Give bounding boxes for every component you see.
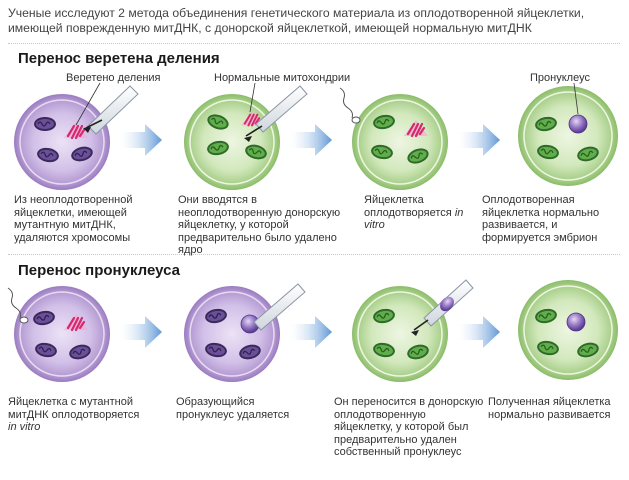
row2-arrow1-icon <box>120 316 162 348</box>
row2-cell4-result-egg <box>518 280 618 380</box>
leader-mito <box>249 82 256 113</box>
row2-arrow3-icon <box>458 316 500 348</box>
row2-caption4: Полученная яйцеклетка нормально развивае… <box>488 396 611 421</box>
section-divider <box>8 254 620 255</box>
row2-sperm-icon <box>7 287 29 324</box>
row2-arrow2-icon <box>290 316 332 348</box>
row1-arrow3-icon <box>458 124 500 156</box>
row2-pipette2-icon <box>411 279 474 336</box>
section2-title: Перенос пронуклеуса <box>18 262 180 279</box>
row1-caption4: Оплодотворенная яйцеклетка нормально раз… <box>482 194 600 244</box>
row1-pipette1-icon <box>83 85 139 135</box>
row2-caption1: Яйцеклетка с мутантной митДНК оплодотвор… <box>8 396 148 434</box>
row2-pipette1-icon <box>253 283 306 331</box>
row1-sperm-icon <box>339 87 361 124</box>
row1-cell3-fertilized-egg <box>352 94 448 190</box>
row1-caption1: Из неоплодотворенной яйцеклетки, имеющей… <box>14 194 133 244</box>
row1-cell2-donor-egg <box>184 94 280 190</box>
label-pronucleus: Пронуклеус <box>530 72 590 84</box>
intro-text: Ученые исследуют 2 метода объединения ге… <box>8 6 585 35</box>
row2-cell1-mutant-egg <box>14 286 110 382</box>
row2-caption2: Образующийся пронуклеус удаляется <box>176 396 290 421</box>
row1-arrow1-icon <box>120 124 162 156</box>
leader-spindle <box>75 82 101 126</box>
leader-pronucleus <box>573 82 579 115</box>
top-divider <box>8 43 620 44</box>
row1-caption3: Яйцеклетка оплодотворяется in vitro <box>364 194 469 232</box>
row2-caption1-text: Яйцеклетка с мутантной митДНК оплодотвор… <box>8 396 140 421</box>
label-normal-mitochondria: Нормальные митохондрии <box>214 72 351 84</box>
section1-title: Перенос веретена деления <box>18 50 220 67</box>
row1-caption3-italic: in vitro <box>364 206 464 232</box>
row2-caption3: Он переносится в донорскую оплодотворенн… <box>334 396 484 459</box>
row2-caption1-italic: in vitro <box>8 421 41 434</box>
row1-cell1-mutant-egg <box>14 94 110 190</box>
row1-cell4-embryo <box>518 86 618 186</box>
row2-cell2-mutant-egg <box>184 286 280 382</box>
label-spindle: Веретено деления <box>66 72 161 84</box>
row1-caption2: Они вводятся в неоплодотворенную донорск… <box>178 194 341 257</box>
row1-pipette2-icon <box>244 85 308 142</box>
row1-caption3-text: Яйцеклетка оплодотворяется <box>364 194 452 219</box>
row1-arrow2-icon <box>290 124 332 156</box>
row2-cell3-donor-egg <box>352 286 448 382</box>
